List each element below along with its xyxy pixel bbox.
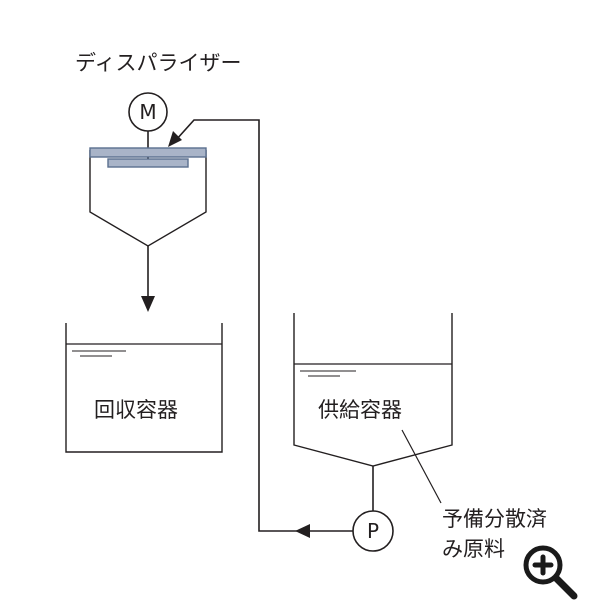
return-pipe-arrow-bottom [295, 524, 310, 538]
material-label-line2: み原料 [442, 537, 505, 561]
recovery-container-label: 回収容器 [94, 398, 178, 422]
recovery-container [65, 323, 223, 453]
pump-label: P [366, 519, 380, 543]
motor-label: M [139, 100, 157, 124]
return-pipe-arrow-top [168, 131, 182, 147]
return-pipe [175, 119, 353, 532]
zoom-in-button[interactable] [520, 543, 582, 601]
material-label-line1: 予備分散済 [442, 507, 547, 531]
material-leader-line [401, 429, 442, 504]
disperser-stator-plate [89, 147, 207, 158]
zoom-in-icon [523, 545, 578, 600]
outlet-arrow [141, 296, 155, 312]
supply-container-label: 供給容器 [318, 398, 402, 422]
disperser-label: ディスパライザー [75, 51, 242, 75]
supply-container [293, 313, 453, 467]
disperser-rotor-plate [107, 158, 189, 168]
